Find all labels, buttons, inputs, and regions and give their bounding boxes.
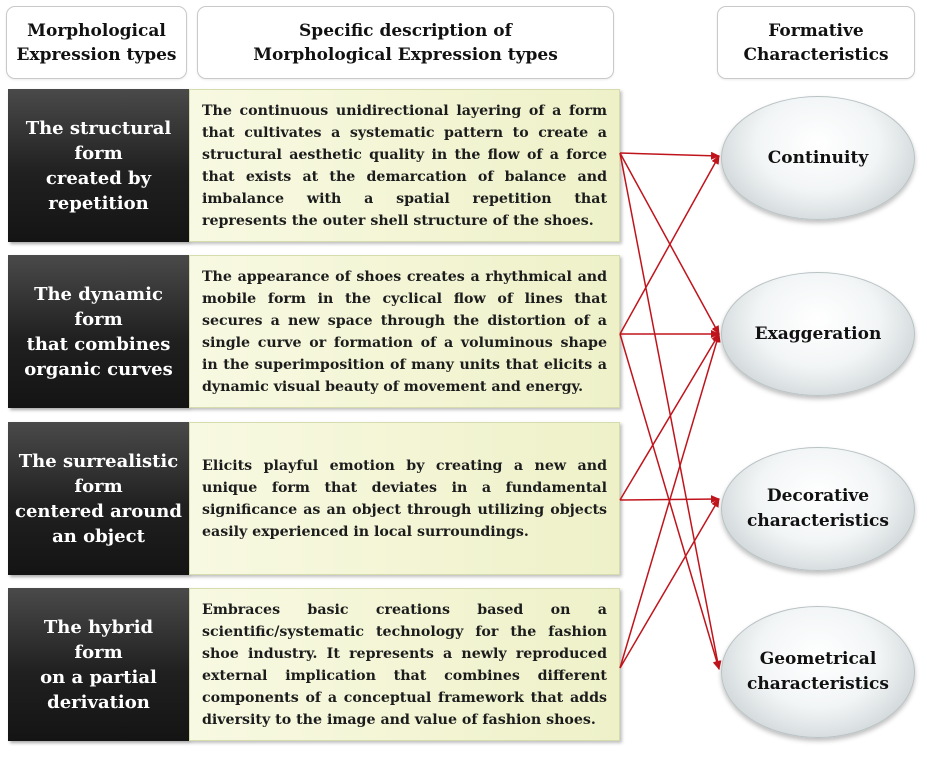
arrow-row3-to-char3 — [619, 495, 720, 504]
type-label: The structural form created by repetitio… — [8, 89, 189, 242]
description-box: Embraces basic creations based on a scie… — [189, 588, 620, 741]
arrow-row2-to-char1 — [619, 155, 720, 335]
arrow-row1-to-char1 — [619, 151, 720, 160]
row-organic-curves: The dynamic form that combines organic c… — [8, 255, 620, 408]
header-characteristics: Formative Characteristics — [717, 6, 915, 79]
oval-geometrical: Geometrical characteristics — [721, 606, 915, 738]
oval-decorative: Decorative characteristics — [721, 447, 915, 571]
type-label: The hybrid form on a partial derivation — [8, 588, 189, 741]
arrow-row4-to-char2 — [619, 333, 721, 669]
row-surrealistic: The surrealistic form centered around an… — [8, 422, 620, 575]
row-hybrid: The hybrid form on a partial derivation … — [8, 588, 620, 741]
oval-exaggeration: Exaggeration — [721, 272, 915, 396]
type-label: The dynamic form that combines organic c… — [8, 255, 189, 408]
arrow-row1-to-char2 — [619, 152, 720, 335]
row-repetition: The structural form created by repetitio… — [8, 89, 620, 242]
type-label: The surrealistic form centered around an… — [8, 422, 189, 575]
oval-continuity: Continuity — [721, 96, 915, 220]
description-box: The appearance of shoes creates a rhythm… — [189, 255, 620, 408]
header-description: Specific description of Morphological Ex… — [197, 6, 614, 79]
header-types: Morphological Expression types — [6, 6, 187, 79]
description-text: Embraces basic creations based on a scie… — [202, 601, 607, 728]
arrow-row4-to-char3 — [619, 498, 720, 669]
description-box: The continuous unidirectional layering o… — [189, 89, 620, 242]
arrow-row1-to-char4 — [619, 152, 722, 670]
description-text: The continuous unidirectional layering o… — [202, 102, 607, 229]
description-text: Elicits playful emotion by creating a ne… — [202, 457, 607, 540]
arrow-row3-to-char2 — [619, 333, 720, 501]
description-box: Elicits playful emotion by creating a ne… — [189, 422, 620, 575]
description-text: The appearance of shoes creates a rhythm… — [202, 268, 607, 395]
arrow-row2-to-char4 — [619, 333, 721, 670]
